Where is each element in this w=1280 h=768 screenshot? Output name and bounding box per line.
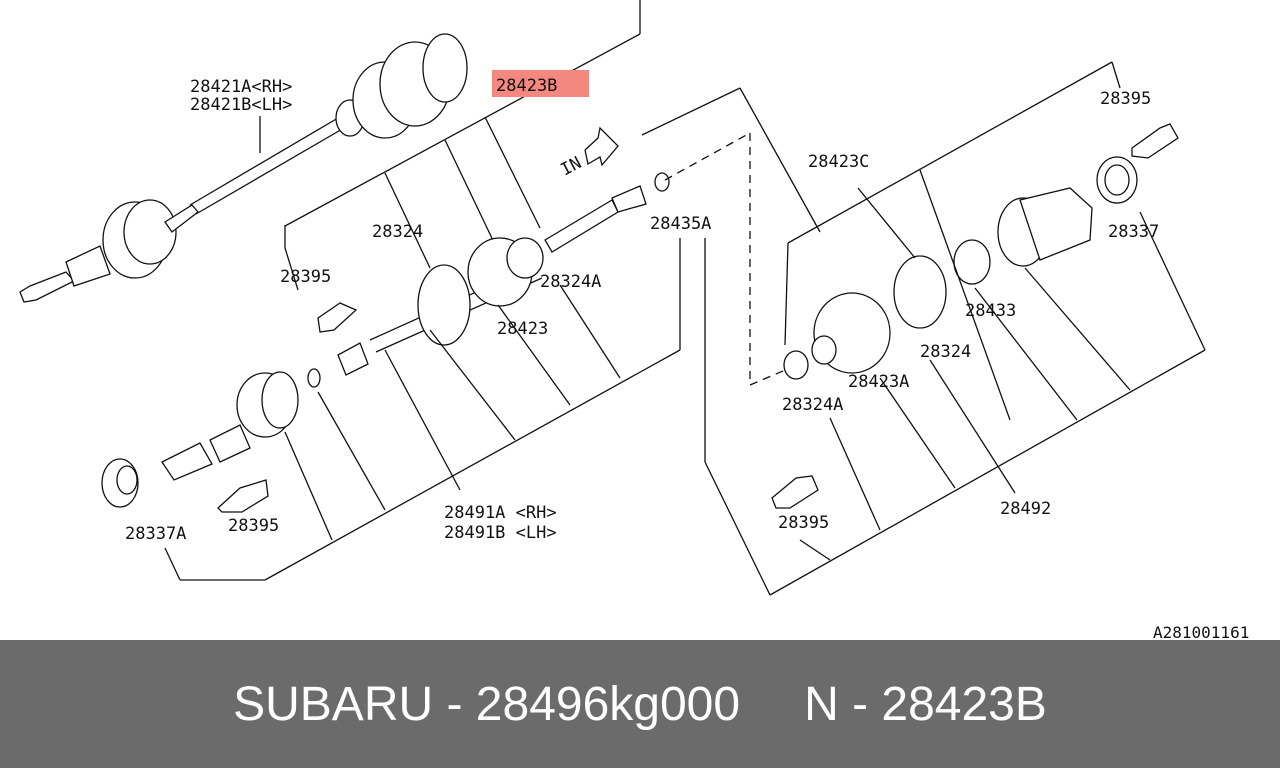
label-28324a: 28324A bbox=[540, 272, 601, 292]
label-28433: 28433 bbox=[965, 301, 1016, 321]
label-28395: 28395 bbox=[228, 516, 279, 536]
diagram-reference-code: A281001161 bbox=[1153, 623, 1249, 640]
label-28395: 28395 bbox=[280, 267, 331, 287]
footer-highlighted-part: N - 28423B bbox=[804, 677, 1047, 731]
label-28337a: 28337A bbox=[125, 524, 186, 544]
outer-joint-exploded bbox=[771, 123, 1179, 509]
highlight-box bbox=[492, 70, 589, 97]
label-28423: 28423 bbox=[497, 319, 548, 339]
label-28324: 28324 bbox=[920, 342, 971, 362]
label-28435a: 28435A bbox=[650, 214, 711, 234]
label-28423c: 28423C bbox=[808, 152, 869, 172]
label-28421a: 28421A<RH> bbox=[190, 77, 292, 97]
label-28491b: 28491B <LH> bbox=[444, 523, 557, 543]
label-28492: 28492 bbox=[1000, 499, 1051, 519]
inner-shaft-exploded bbox=[101, 172, 670, 513]
drive-shaft-assembly bbox=[19, 33, 468, 303]
label-in: IN bbox=[557, 153, 584, 180]
parts-diagram: 28421A<RH> 28421B<LH> 28423B IN 28324 28… bbox=[19, 0, 1249, 640]
label-28337: 28337 bbox=[1108, 222, 1159, 242]
label-28423a: 28423A bbox=[848, 372, 909, 392]
label-28324a: 28324A bbox=[782, 395, 843, 415]
label-28395: 28395 bbox=[778, 513, 829, 533]
label-28423b: 28423B bbox=[496, 76, 557, 96]
footer-part-number: SUBARU - 28496kg000 bbox=[233, 677, 741, 731]
label-28324: 28324 bbox=[372, 222, 423, 242]
footer-banner: SUBARU - 28496kg000 N - 28423B bbox=[0, 640, 1280, 768]
label-28491a: 28491A <RH> bbox=[444, 503, 557, 523]
label-28395: 28395 bbox=[1100, 89, 1151, 109]
label-28421b: 28421B<LH> bbox=[190, 95, 292, 115]
